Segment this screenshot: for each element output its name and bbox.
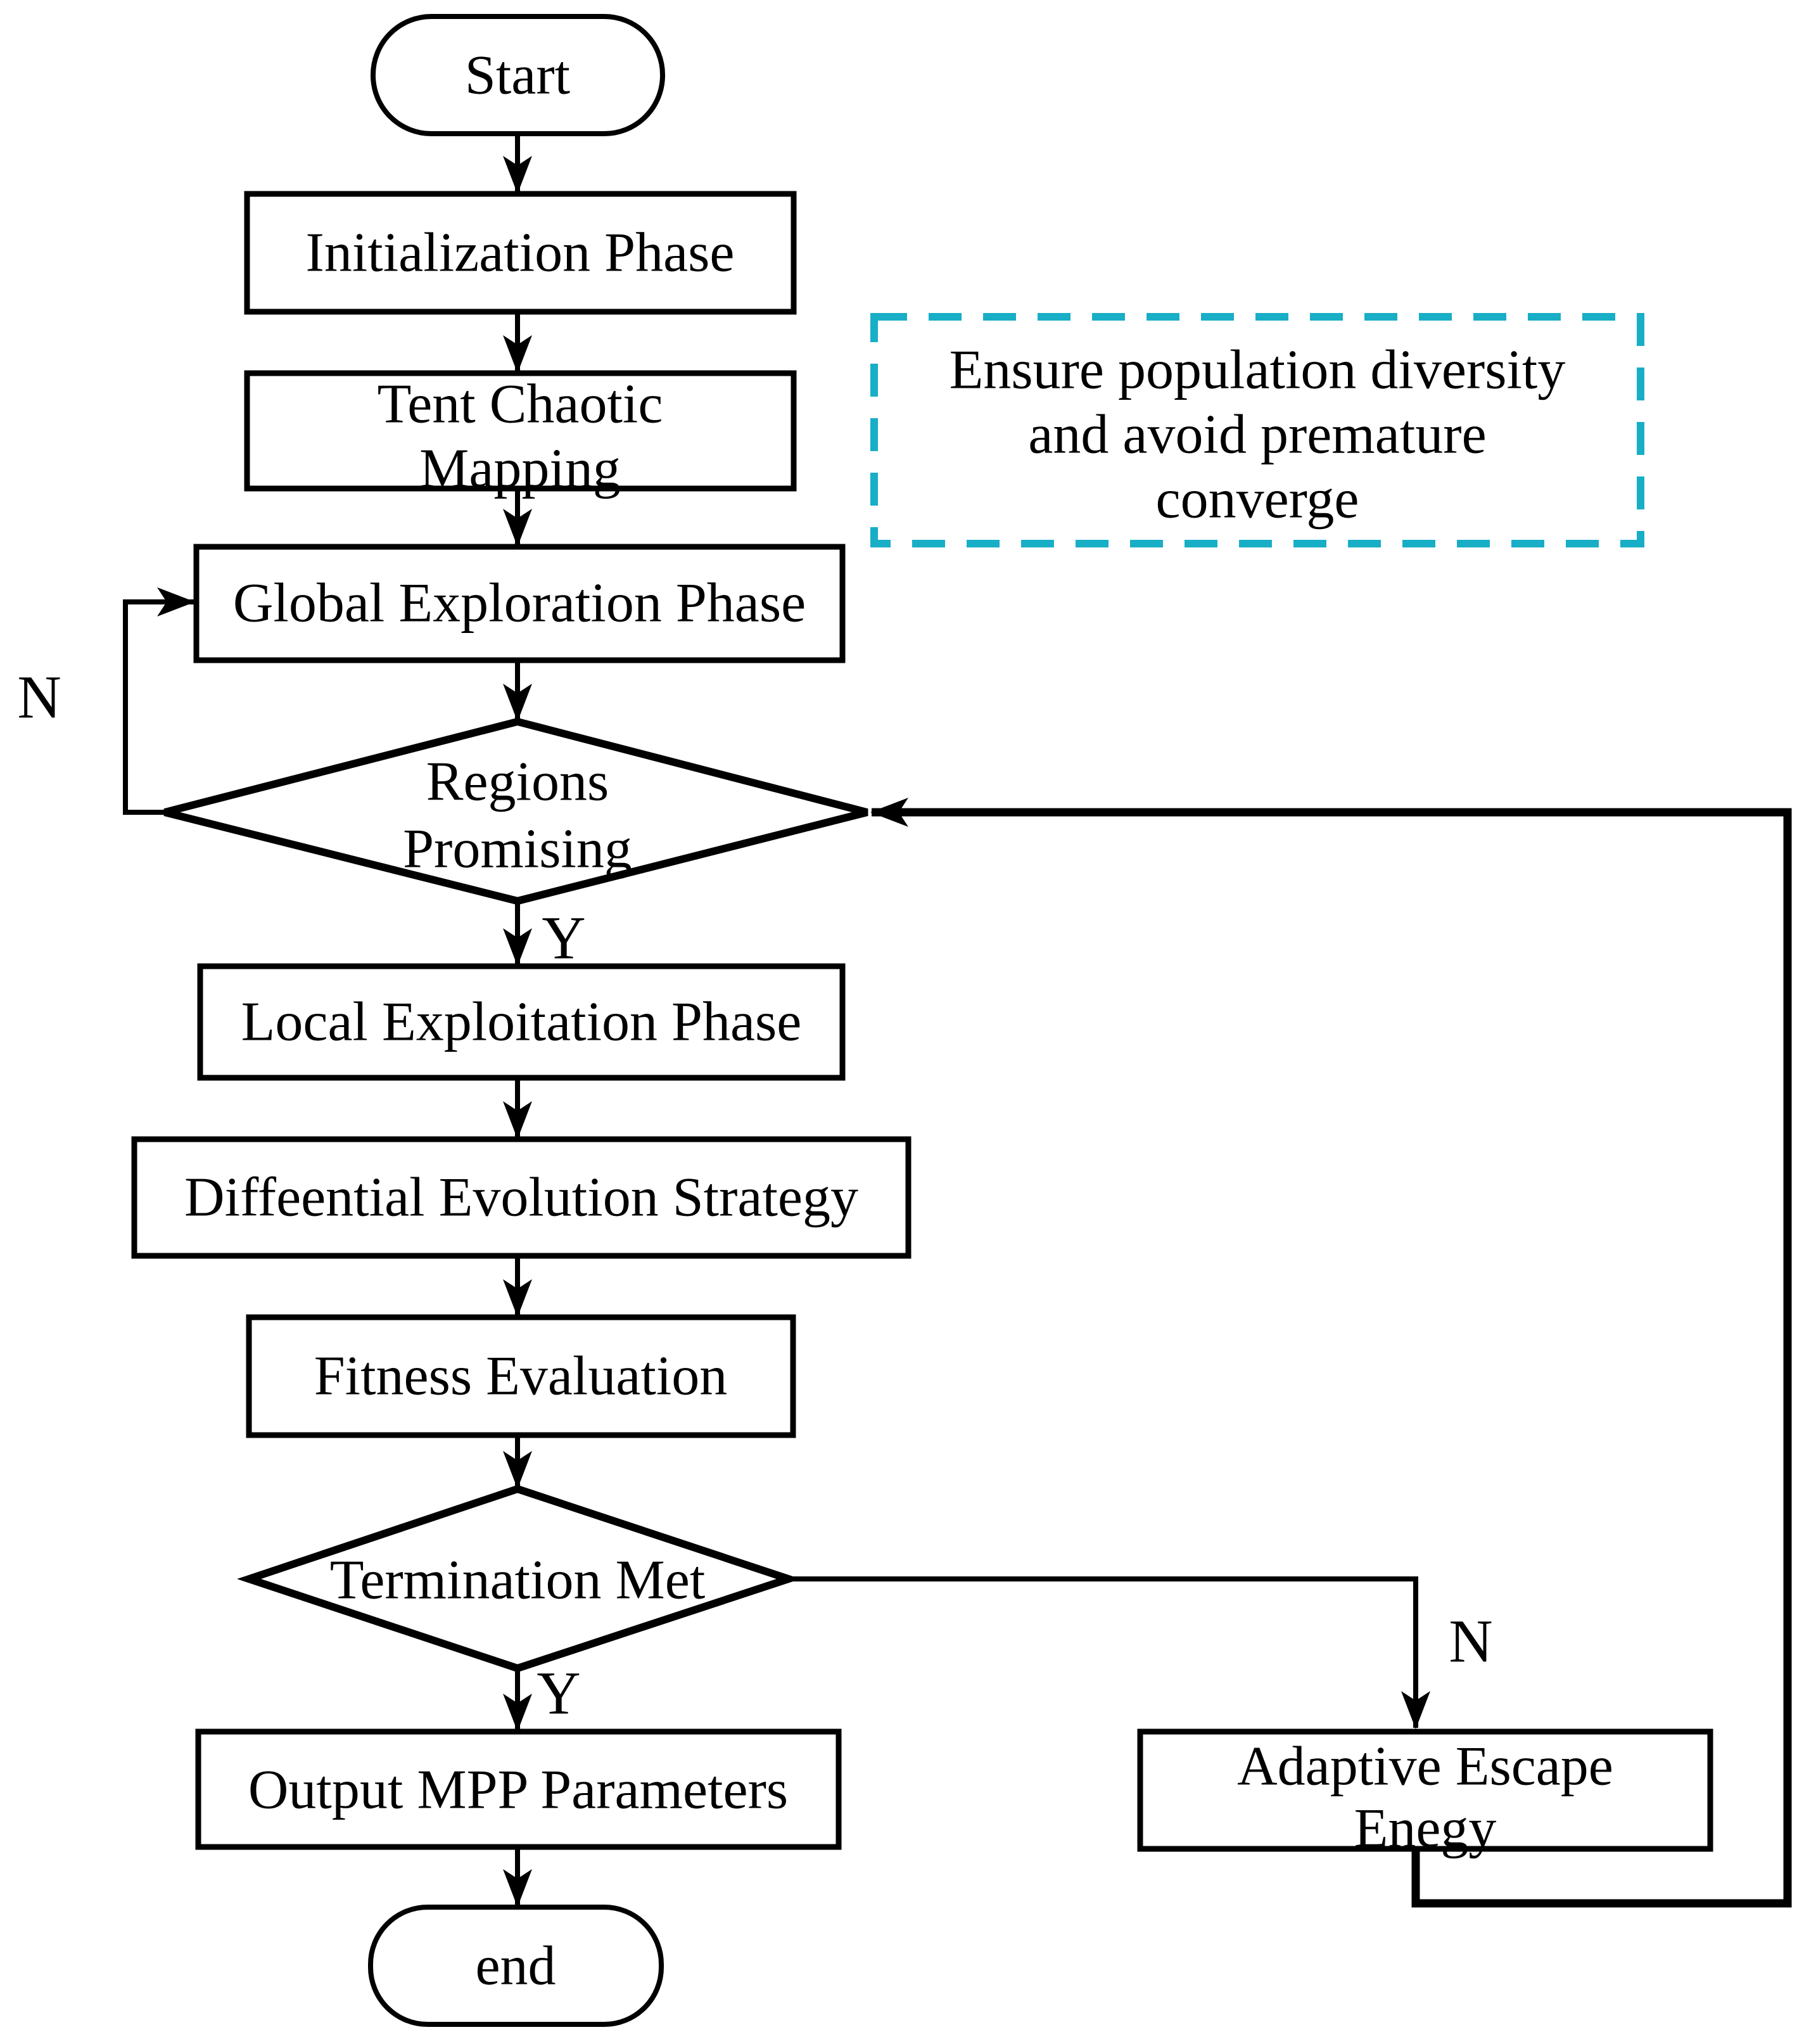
branch-label-termination-yes: Y bbox=[537, 1659, 580, 1727]
note-label-line2: and avoid premature bbox=[1028, 404, 1486, 466]
end-terminator-label: end bbox=[475, 1936, 556, 1997]
differential-evolution-strategy-label: Diffeential Evolution Strategy bbox=[184, 1167, 858, 1229]
note-label-line1: Ensure population diversity bbox=[950, 340, 1566, 401]
branch-label-regions-yes: Y bbox=[542, 904, 585, 972]
note-box: Ensure population diversity and avoid pr… bbox=[870, 313, 1644, 547]
tent-chaotic-mapping-label-line1: Tent Chaotic bbox=[378, 374, 663, 435]
end-terminator: end bbox=[368, 1905, 664, 2027]
regions-promising-diamond: Regions Promising bbox=[163, 717, 868, 905]
global-exploration-phase-label: Global Exploration Phase bbox=[233, 573, 806, 634]
tent-chaotic-mapping-shape bbox=[244, 370, 797, 492]
end-terminator-shape bbox=[368, 1905, 664, 2027]
output-mpp-parameters-label: Output MPP Parameters bbox=[248, 1760, 788, 1821]
start-terminator-shape bbox=[371, 14, 665, 136]
local-exploitation-phase-label: Local Exploitation Phase bbox=[241, 992, 802, 1053]
note-label-line3: converge bbox=[1156, 469, 1359, 530]
branch-label-termination-no: N bbox=[1449, 1607, 1492, 1675]
regions-promising-shape bbox=[163, 717, 868, 905]
global-exploration-phase-shape bbox=[193, 544, 846, 663]
start-terminator-label: Start bbox=[465, 45, 570, 106]
output-mpp-parameters-shape bbox=[195, 1728, 842, 1850]
differential-evolution-strategy-box: Diffeential Evolution Strategy bbox=[131, 1136, 912, 1259]
adaptive-escape-energy-label-line2: Enegy bbox=[1354, 1798, 1497, 1860]
output-mpp-parameters-box: Output MPP Parameters bbox=[195, 1728, 842, 1850]
adaptive-escape-energy-box: Adaptive Escape Enegy bbox=[1137, 1728, 1713, 1860]
connector-regions-no-loop bbox=[123, 587, 195, 815]
initialization-phase-box: Initialization Phase bbox=[244, 191, 797, 315]
adaptive-escape-energy-shape bbox=[1137, 1728, 1713, 1852]
branch-label-regions-no: N bbox=[17, 663, 61, 731]
initialization-phase-shape bbox=[244, 191, 797, 315]
global-exploration-phase-box: Global Exploration Phase bbox=[193, 544, 846, 663]
connector-adaptive-return-to-regions-diamond bbox=[870, 798, 1792, 1908]
termination-met-shape bbox=[237, 1485, 801, 1673]
fitness-evaluation-shape bbox=[246, 1314, 796, 1438]
fitness-evaluation-box: Fitness Evaluation bbox=[246, 1314, 796, 1438]
note-box-border bbox=[870, 313, 1644, 547]
differential-evolution-strategy-shape bbox=[131, 1136, 912, 1259]
tent-chaotic-mapping-box: Tent Chaotic Mapping bbox=[244, 370, 797, 500]
adaptive-escape-energy-label-line1: Adaptive Escape bbox=[1237, 1736, 1613, 1798]
initialization-phase-label: Initialization Phase bbox=[306, 222, 735, 284]
termination-met-diamond: Termination Met bbox=[237, 1485, 801, 1673]
tent-chaotic-mapping-label-line2: Mapping bbox=[419, 438, 621, 500]
termination-met-label: Termination Met bbox=[330, 1550, 706, 1611]
connector-termination-no-to-adaptive bbox=[789, 1576, 1430, 1729]
local-exploitation-phase-shape bbox=[197, 963, 846, 1081]
start-terminator: Start bbox=[371, 14, 665, 136]
fitness-evaluation-label: Fitness Evaluation bbox=[314, 1346, 728, 1407]
regions-promising-label-line2: Promising bbox=[403, 819, 632, 880]
regions-promising-label-line1: Regions bbox=[426, 751, 609, 813]
local-exploitation-phase-box: Local Exploitation Phase bbox=[197, 963, 846, 1081]
